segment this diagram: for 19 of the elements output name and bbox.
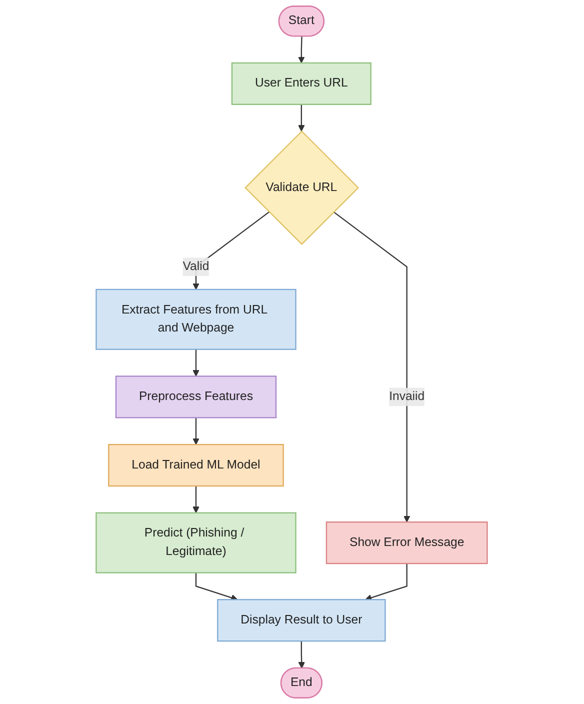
node-box: Load Trained ML Model [108,444,284,487]
arrow [298,641,306,669]
arrow [365,564,408,601]
arrow [334,211,411,522]
node-box: Preprocess Features [116,376,277,418]
node-diamond: Validate URL [244,130,360,245]
arrow [196,572,238,601]
edge-label: Valid [183,260,210,273]
node-box: Extract Features from URL and Webpage [96,288,297,350]
node-box: Predict (Phishing / Legitimate) [96,512,297,574]
node-box: Show Error Message [326,522,488,564]
node-box: User Enters URL [232,62,372,105]
arrow [192,486,200,514]
arrow [298,36,306,64]
arrow [298,104,306,132]
arrow [192,349,200,377]
node-box: Display Result to User [217,599,386,642]
edge-label: Invaiid [389,390,425,404]
arrow [192,418,200,445]
